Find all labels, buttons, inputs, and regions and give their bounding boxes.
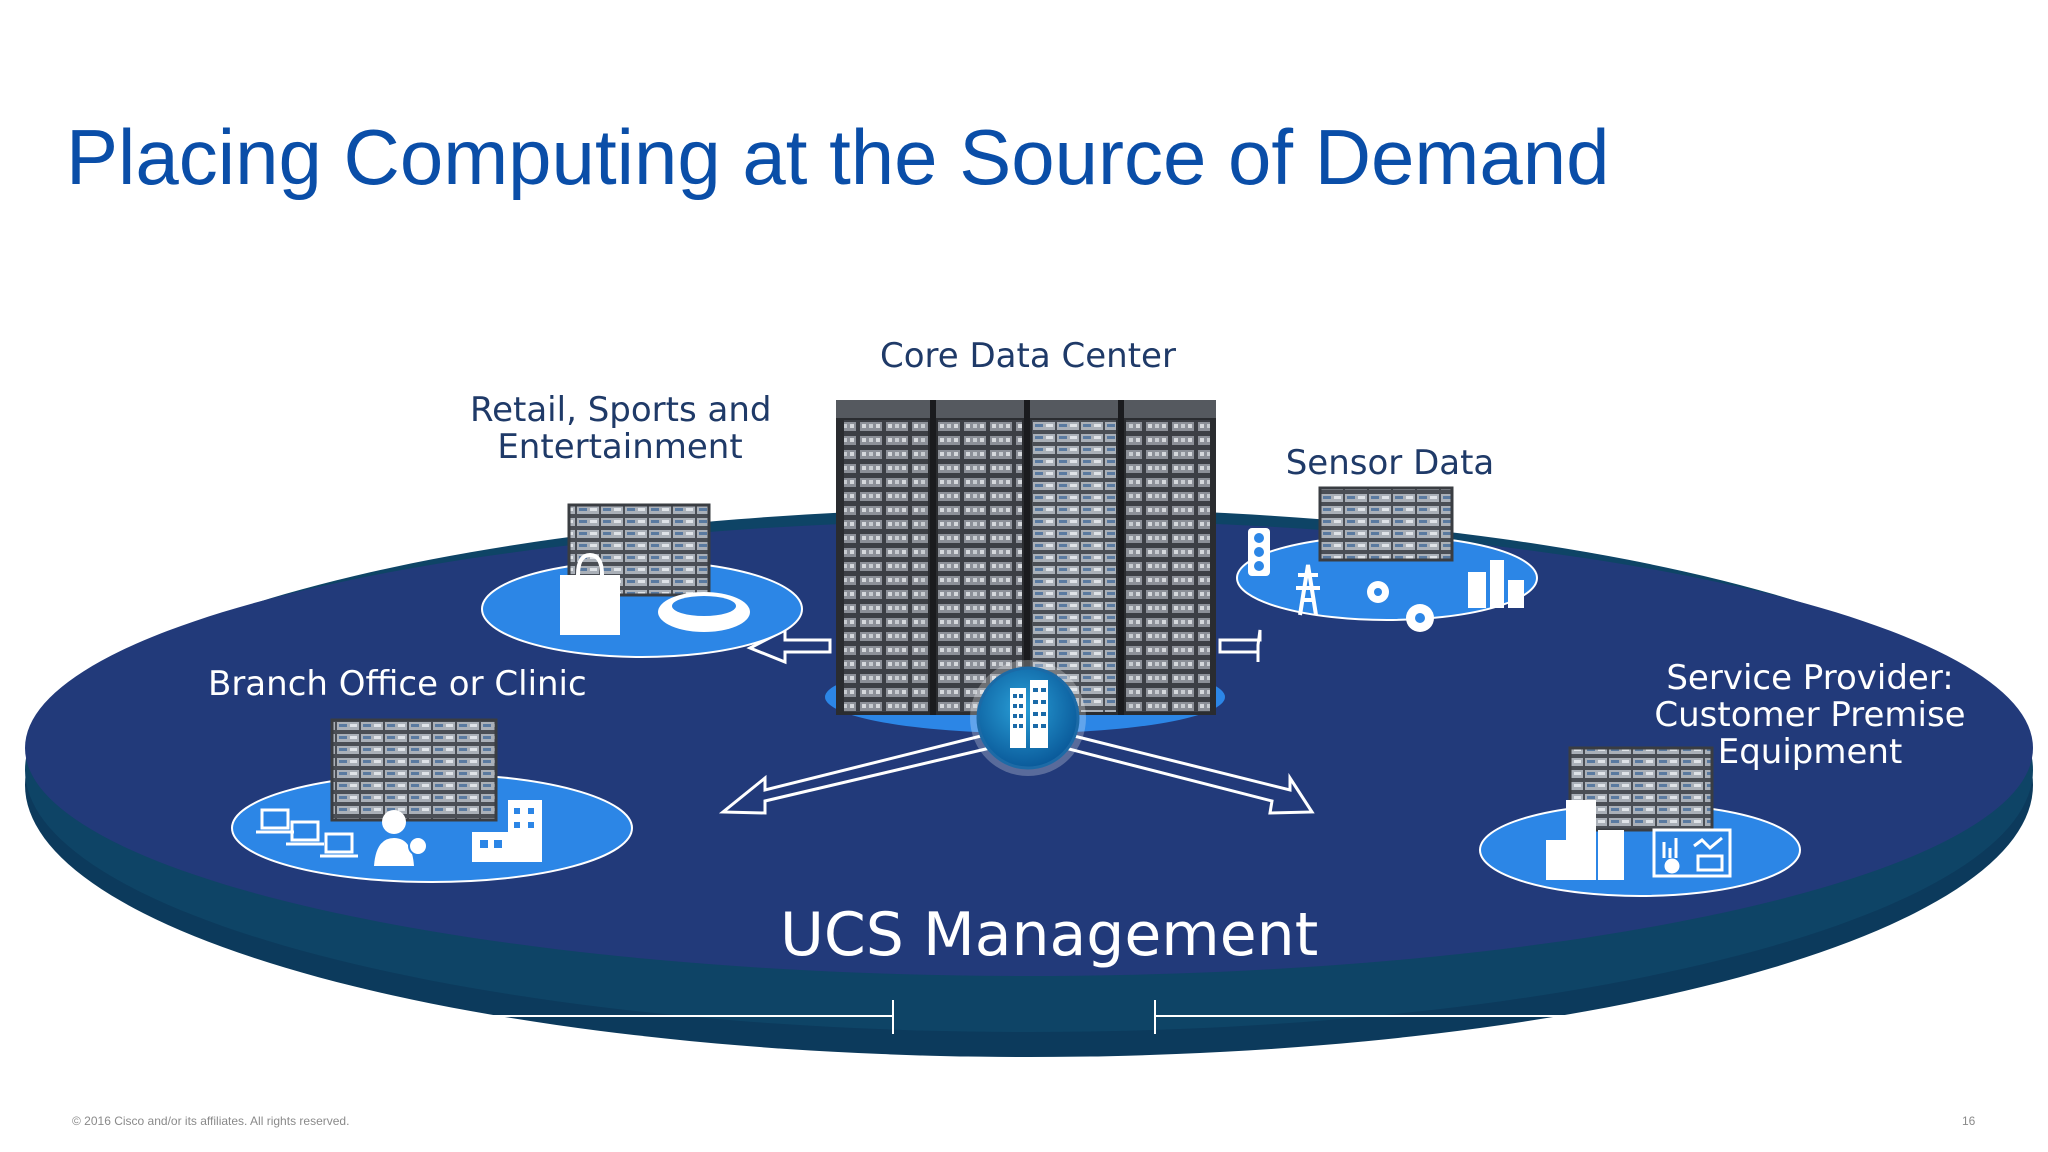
distribution-arrows bbox=[718, 627, 1315, 815]
slide-title: Placing Computing at the Source of Deman… bbox=[66, 113, 1610, 201]
rack-1 bbox=[844, 420, 928, 712]
office-building-icon bbox=[472, 800, 542, 862]
service-provider-label-line2: Customer Premise bbox=[1654, 695, 1966, 735]
footer-copyright: © 2016 Cisco and/or its affiliates. All … bbox=[72, 1114, 350, 1128]
arrow-right-up bbox=[1218, 629, 1262, 662]
factory-icon bbox=[1468, 560, 1524, 608]
service-provider-label: Service Provider: Customer Premise Equip… bbox=[1650, 660, 1970, 771]
gears-icon bbox=[1367, 581, 1434, 632]
sensor-server bbox=[1318, 486, 1454, 562]
branch-node bbox=[231, 718, 633, 883]
core-racks bbox=[836, 400, 1216, 715]
ucs-management-label: UCS Management bbox=[780, 900, 1319, 970]
retail-label: Retail, Sports and Entertainment bbox=[470, 390, 772, 467]
rack-3 bbox=[1032, 420, 1116, 712]
retail-node bbox=[481, 503, 803, 658]
rack-2 bbox=[938, 420, 1022, 712]
dashboard-icon bbox=[1652, 828, 1732, 878]
stadium-icon bbox=[658, 592, 750, 632]
city-buildings-icon bbox=[1546, 800, 1624, 880]
rack-4 bbox=[1126, 420, 1210, 712]
arrow-left-down bbox=[718, 733, 993, 815]
power-tower-icon bbox=[1296, 564, 1320, 616]
arrow-right-down bbox=[1062, 733, 1315, 815]
doctor-icon bbox=[374, 810, 428, 866]
laptops-icon bbox=[256, 808, 358, 858]
arrow-left-up bbox=[746, 627, 832, 665]
platform-bracket bbox=[340, 1000, 1710, 1034]
branch-office-label: Branch Office or Clinic bbox=[208, 664, 587, 704]
page-number: 16 bbox=[1962, 1114, 1976, 1128]
core-data-center-label: Core Data Center bbox=[880, 336, 1176, 376]
provider-node bbox=[1479, 746, 1801, 897]
hub-building-icon bbox=[970, 660, 1086, 776]
branch-server bbox=[330, 718, 498, 822]
traffic-light-icon bbox=[1248, 528, 1270, 576]
sensor-node bbox=[1236, 486, 1538, 632]
shopping-bag-icon bbox=[560, 552, 620, 635]
service-provider-label-line1: Service Provider: bbox=[1666, 658, 1954, 698]
retail-label-line2: Entertainment bbox=[497, 427, 743, 467]
retail-label-line1: Retail, Sports and bbox=[470, 390, 772, 430]
sensor-data-label: Sensor Data bbox=[1285, 443, 1495, 483]
service-provider-label-line3: Equipment bbox=[1717, 732, 1903, 772]
